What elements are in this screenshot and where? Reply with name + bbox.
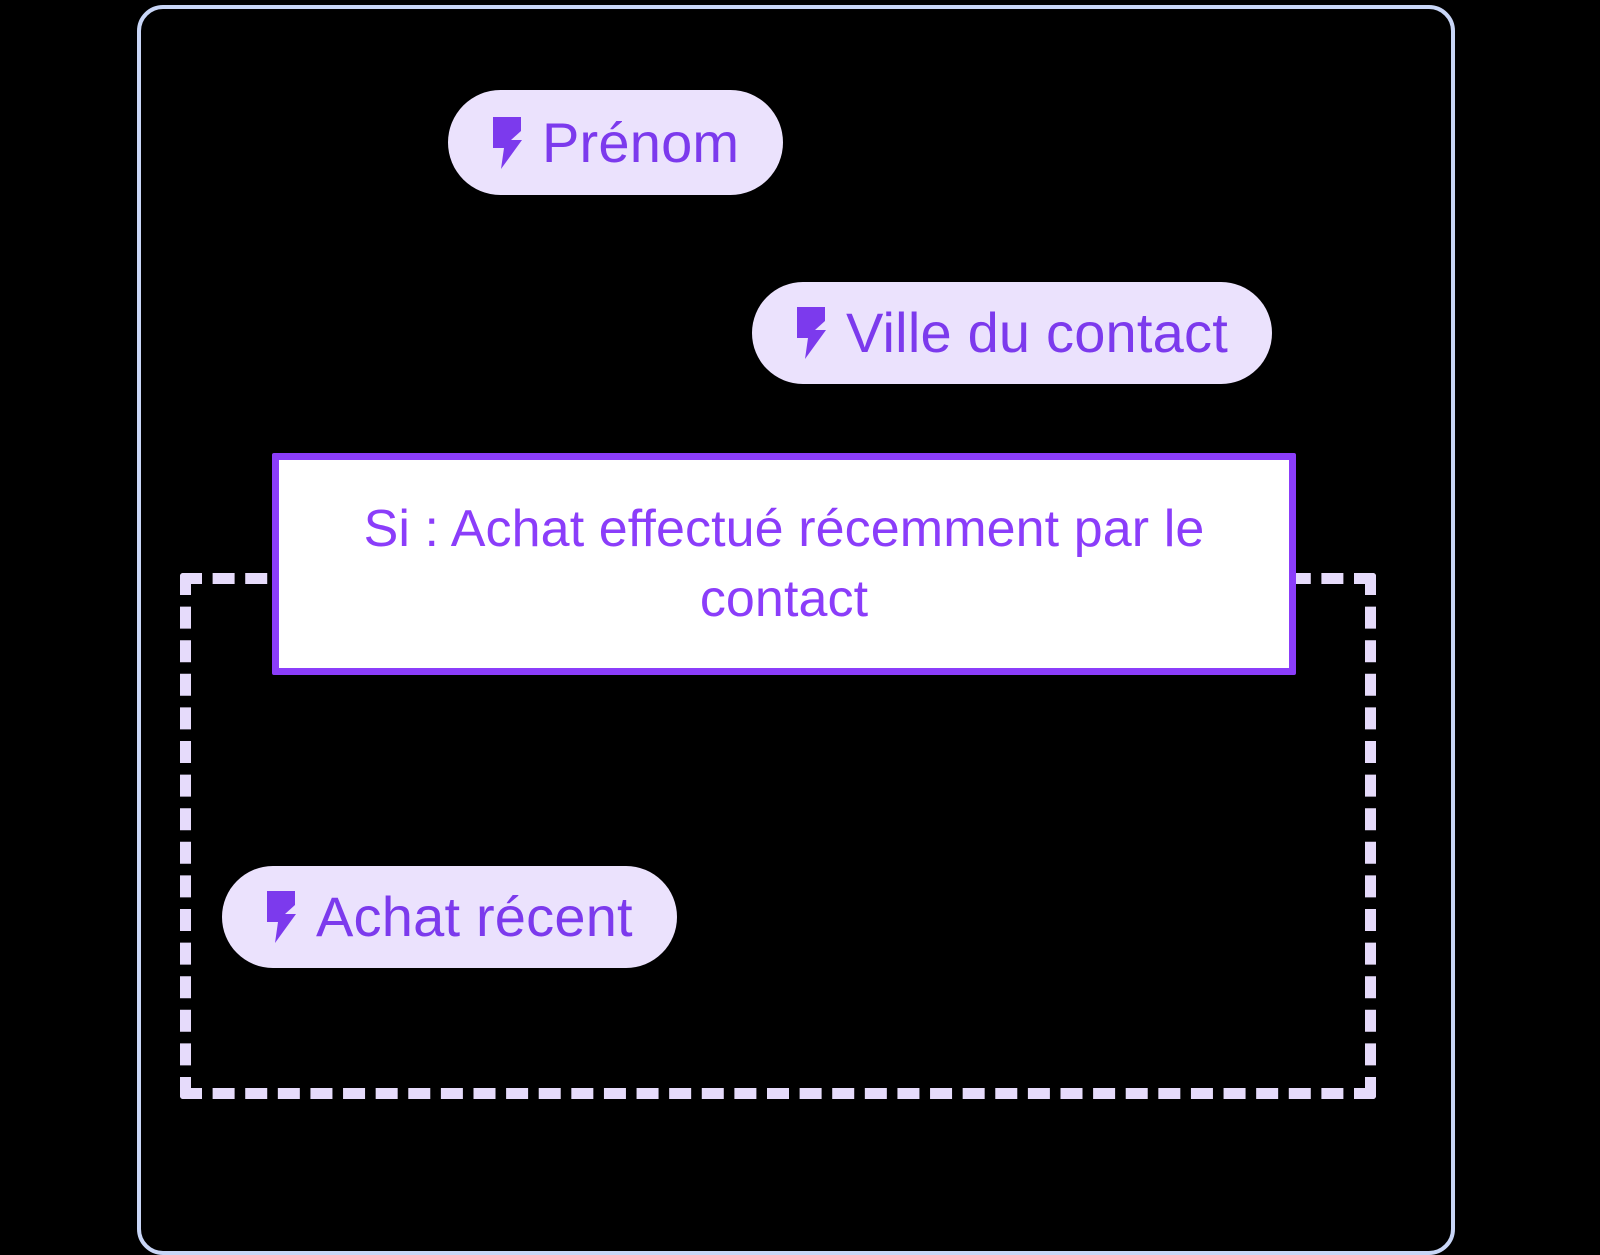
lightning-bolt-icon bbox=[792, 307, 830, 359]
lightning-bolt-icon bbox=[488, 116, 526, 169]
token-pill-achat-recent[interactable]: Achat récent bbox=[222, 866, 677, 968]
token-pill-label: Prénom bbox=[542, 110, 740, 174]
token-pill-label: Achat récent bbox=[316, 885, 633, 948]
workflow-canvas: Prénom Ville du contact Si : Achat effec… bbox=[137, 5, 1455, 1255]
token-pill-ville-du-contact[interactable]: Ville du contact bbox=[752, 282, 1272, 384]
token-pill-prenom[interactable]: Prénom bbox=[448, 90, 784, 195]
condition-card[interactable]: Si : Achat effectué récemment par le con… bbox=[272, 453, 1296, 675]
lightning-bolt-icon bbox=[262, 891, 300, 943]
token-pill-label: Ville du contact bbox=[846, 301, 1228, 364]
condition-text: Si : Achat effectué récemment par le con… bbox=[363, 499, 1205, 628]
